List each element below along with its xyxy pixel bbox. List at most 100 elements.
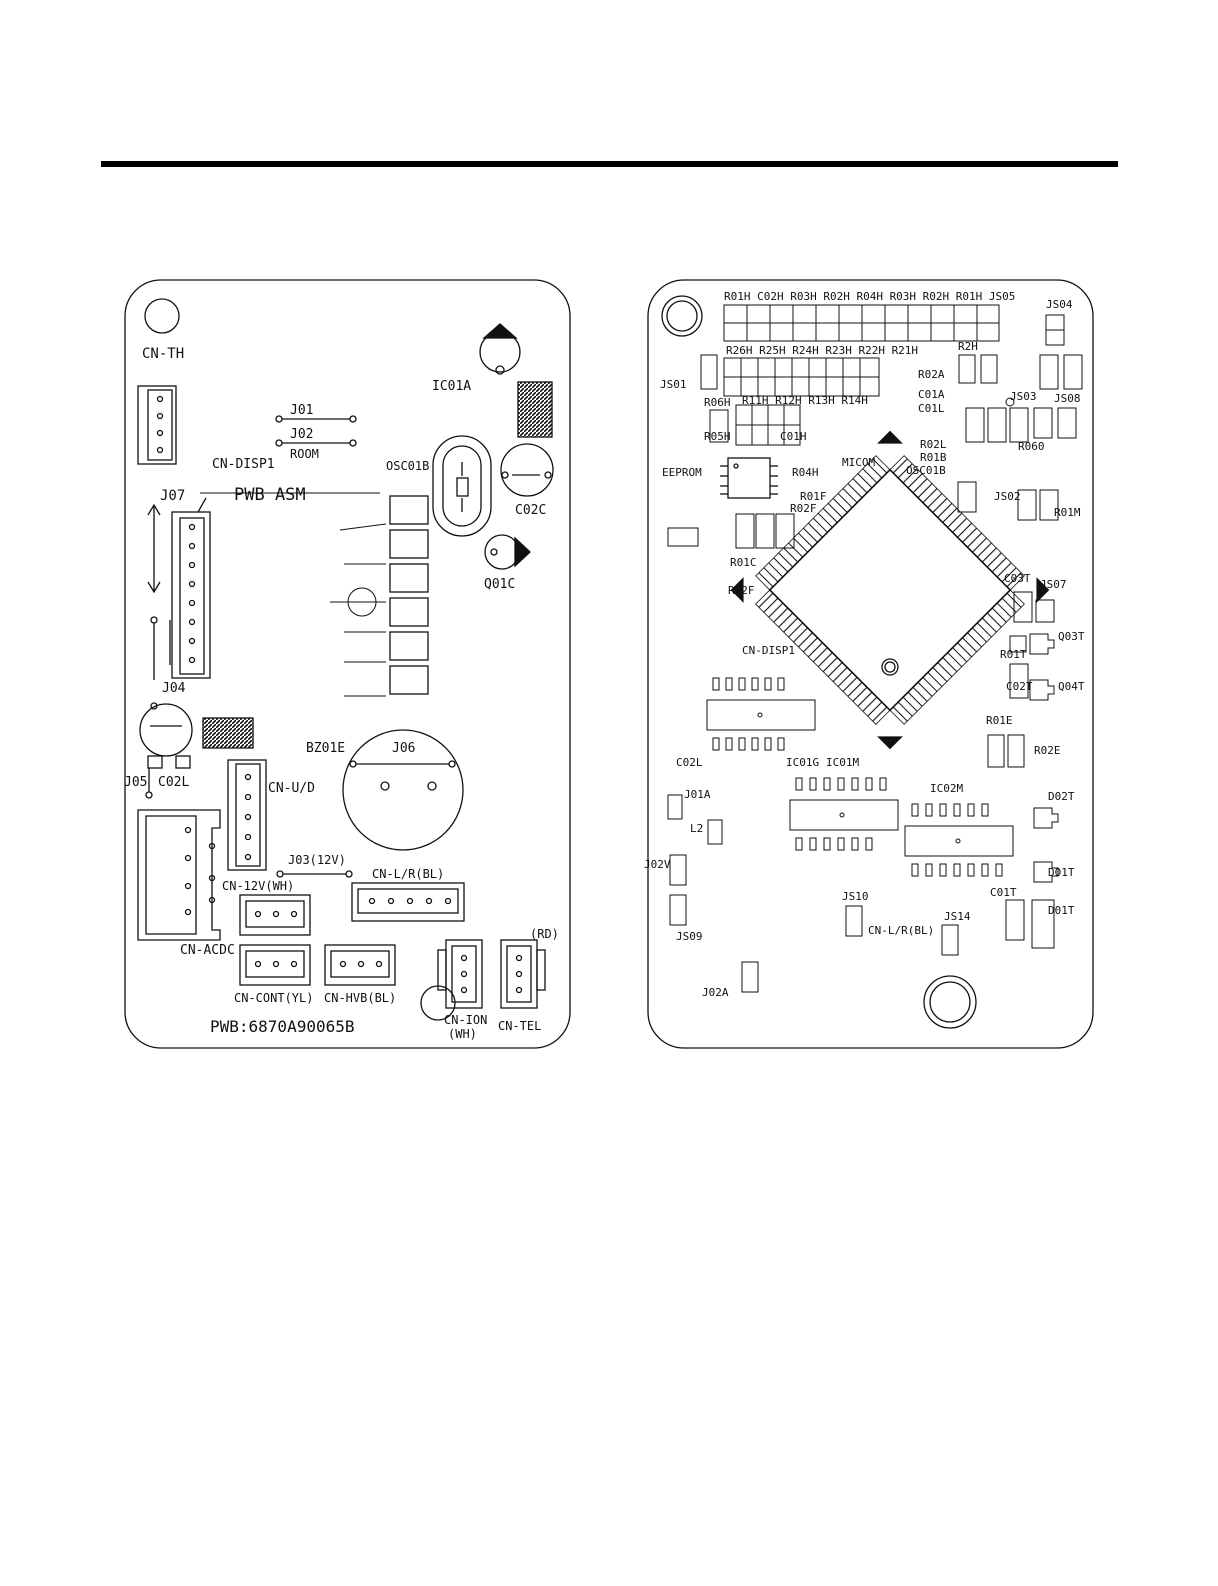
micom-fiducial: [881, 658, 899, 676]
label-ic01a: IC01A: [432, 379, 471, 394]
label-cn-tel: CN-TEL: [498, 1019, 541, 1033]
lower-right-parts: [1005, 807, 1059, 949]
cn-th-connector: [137, 385, 177, 465]
label-c01t: C01T: [990, 886, 1017, 899]
label-j05: J05: [124, 775, 147, 790]
capacitor-c02l: [139, 702, 193, 799]
label-c03t: C03T: [1004, 572, 1031, 585]
front-labels: CN-TH IC01A J01 J02 ROOM CN-DISP1 OSC01B…: [124, 346, 559, 1041]
buzzer-bz01e: [342, 729, 464, 851]
label-osc01b: OSC01B: [386, 459, 429, 473]
mcu-left-resistors: [667, 481, 1059, 549]
eeprom-chip: [720, 457, 778, 499]
label-pwb-asm: PWB ASM: [234, 485, 306, 505]
label-r04h: R04H: [792, 466, 819, 479]
label-js09: JS09: [676, 930, 703, 943]
label-osc01b: OSC01B: [906, 464, 946, 477]
label-ic02m: IC02M: [930, 782, 963, 795]
label-j07: J07: [160, 488, 185, 504]
jumper-j01-j02: [275, 415, 357, 447]
label-pwb-number: PWB:6870A90065B: [210, 1017, 355, 1036]
label-l2: L2: [690, 822, 703, 835]
label-c02l: C02L: [158, 775, 189, 790]
label-r02l: R02L: [920, 438, 947, 451]
ic02m-dip: [904, 803, 1014, 877]
label-j01a: J01A: [684, 788, 711, 801]
ic01a-regulator: [479, 323, 521, 375]
label-bz01e: BZ01E: [306, 741, 345, 756]
label-wh: (WH): [448, 1027, 477, 1041]
label-j01: J01: [290, 403, 313, 418]
label-q03t: Q03T: [1058, 630, 1085, 643]
lower-left-pads: [667, 794, 959, 993]
js04-pad: [1045, 314, 1065, 346]
label-js08: JS08: [1054, 392, 1081, 405]
back-mount-hole-bottom: [923, 975, 977, 1029]
label-js02: JS02: [994, 490, 1021, 503]
cn-12v-connector: [239, 894, 311, 936]
back-mount-hole-top: [661, 295, 703, 337]
label-eeprom: EEPROM: [662, 466, 702, 479]
mount-hole-top: [144, 298, 180, 334]
label-r01t: R01T: [1000, 648, 1027, 661]
label-c01h: C01H: [780, 430, 807, 443]
label-r02f-top: R02F: [790, 502, 817, 515]
front-board-outline: [124, 279, 571, 1049]
label-cn-ud: CN-U/D: [268, 781, 315, 796]
label-j06: J06: [392, 741, 415, 756]
label-row2: R26H R25H R24H R23H R22H R21H: [726, 344, 918, 357]
third-resistor-row: [709, 404, 801, 446]
label-q04t: Q04T: [1058, 680, 1085, 693]
label-c02t: C02T: [1006, 680, 1033, 693]
label-r05h: R05H: [704, 430, 731, 443]
label-d01t-b: D01T: [1048, 904, 1075, 917]
cn-disp1-connector: [147, 497, 211, 680]
back-board-outline: [647, 279, 1094, 1049]
label-c01a: C01A: [918, 388, 945, 401]
label-r02a: R02A: [918, 368, 945, 381]
label-r2h: R2H: [958, 340, 978, 353]
label-c01l: C01L: [918, 402, 945, 415]
label-rd: (RD): [530, 927, 559, 941]
label-c02c: C02C: [515, 503, 546, 518]
label-r06h: R06H: [704, 396, 731, 409]
label-js04: JS04: [1046, 298, 1073, 311]
label-cn-hvb: CN-HVB(BL): [324, 991, 396, 1005]
label-js01: JS01: [660, 378, 687, 391]
label-cn-ion: CN-ION: [444, 1013, 487, 1027]
label-r01f: R01F: [800, 490, 827, 503]
ic01m-dip: [789, 777, 899, 851]
page-header-rule: [101, 161, 1118, 167]
label-js14: JS14: [944, 910, 971, 923]
cn-ion-connector: [437, 939, 483, 1009]
label-d01t: D01T: [1048, 866, 1075, 879]
label-js07: JS07: [1040, 578, 1067, 591]
label-cn-12v: CN-12V(WH): [222, 879, 294, 893]
label-cn-disp1: CN-DISP1: [742, 644, 795, 657]
label-j02: J02: [290, 427, 313, 442]
transistor-q01c: [484, 534, 531, 570]
label-r02f: R02F: [728, 584, 755, 597]
hatched-pad-left: [202, 717, 254, 749]
cn-acdc-connector: [137, 809, 221, 941]
label-d02t: D02T: [1048, 790, 1075, 803]
back-labels: R01H C02H R03H R02H R04H R03H R02H R01H …: [644, 290, 1085, 999]
hatched-pad-top: [517, 381, 553, 438]
jumper-j03: [276, 870, 353, 878]
label-c02l: C02L: [676, 756, 703, 769]
label-j04: J04: [162, 681, 186, 696]
back-board: [647, 279, 1094, 1049]
label-cn-cont: CN-CONT(YL): [234, 991, 313, 1005]
ic01g-dip: [706, 677, 816, 751]
right-transistors: [987, 591, 1055, 768]
label-cn-lr: CN-L/R(BL): [372, 867, 444, 881]
label-j02a: J02A: [702, 986, 729, 999]
label-top-row: R01H C02H R03H R02H R04H R03H R02H R01H …: [724, 290, 1015, 303]
label-row3: R11H R12H R13H R14H: [742, 394, 868, 407]
cn-lr-connector: [351, 882, 465, 922]
label-cn-acdc: CN-ACDC: [180, 943, 235, 958]
label-r01c: R01C: [730, 556, 757, 569]
label-js03: JS03: [1010, 390, 1037, 403]
right-cap-cluster: [965, 397, 1077, 443]
